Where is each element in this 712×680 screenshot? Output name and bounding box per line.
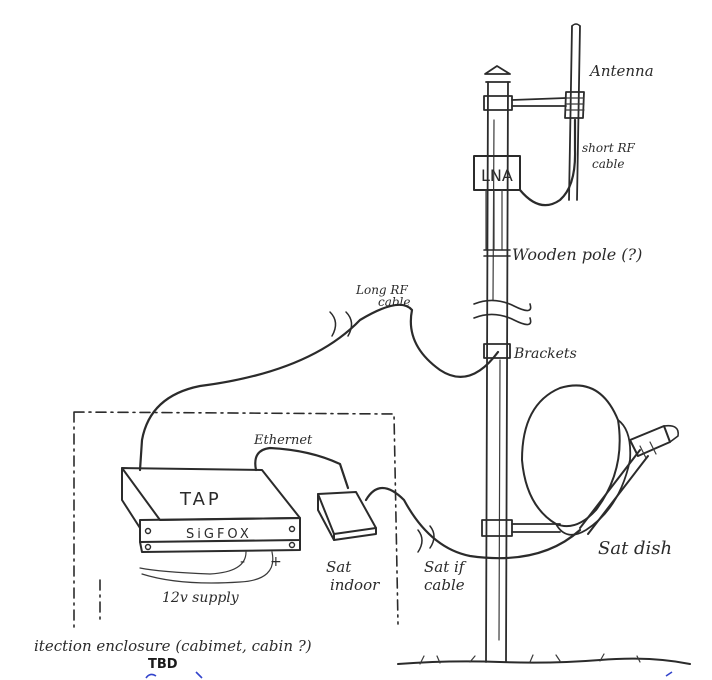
- satellite-dish: [521, 384, 680, 536]
- sat-if-label-line2: cable: [424, 576, 465, 594]
- short-rf-label-line1: short RF: [582, 141, 636, 155]
- long-rf-label-line1: Long RF: [355, 283, 408, 297]
- sat-indoor-label-line1: Sat: [326, 558, 352, 576]
- short-rf-cable: [518, 118, 577, 207]
- sat-indoor-box: [317, 491, 377, 541]
- plus-sign: +: [270, 554, 282, 570]
- enclosure-label: itection enclosure (cabimet, cabin ?): [34, 637, 312, 655]
- blue-marks: [145, 671, 673, 679]
- short-rf-label-line2: cable: [592, 157, 625, 171]
- sat-if-cable: [364, 486, 582, 560]
- sat-if-label-line1: Sat if: [424, 558, 467, 576]
- ethernet-label: Ethernet: [253, 433, 313, 448]
- tbd-label: TBD: [148, 657, 178, 672]
- antenna: [564, 23, 585, 201]
- wooden-pole: [473, 65, 532, 663]
- wooden-pole-label: Wooden pole (?): [512, 245, 642, 264]
- sigfox-label: SiGFOX: [186, 527, 252, 542]
- lna-label: LNA: [481, 166, 513, 185]
- power-wires: [139, 551, 274, 584]
- long-rf-label-line2: cable: [378, 295, 411, 309]
- sat-indoor-label-line2: indoor: [330, 576, 380, 594]
- supply-label: 12v supply: [162, 590, 240, 606]
- enclosure-outline: [73, 411, 399, 631]
- tap-label: TAP: [179, 489, 222, 510]
- brackets-label: Brackets: [513, 346, 577, 362]
- antenna-bracket: [483, 95, 567, 111]
- tap-box: [121, 467, 301, 553]
- minus-sign: -: [240, 554, 245, 570]
- ethernet-cable: [254, 446, 350, 490]
- long-rf-cable: [138, 303, 500, 472]
- sat-dish-label: Sat dish: [598, 538, 672, 559]
- dish-bracket: [481, 519, 561, 537]
- pole-bracket: [483, 343, 511, 359]
- antenna-label: Antenna: [588, 62, 654, 80]
- ground: [397, 653, 691, 665]
